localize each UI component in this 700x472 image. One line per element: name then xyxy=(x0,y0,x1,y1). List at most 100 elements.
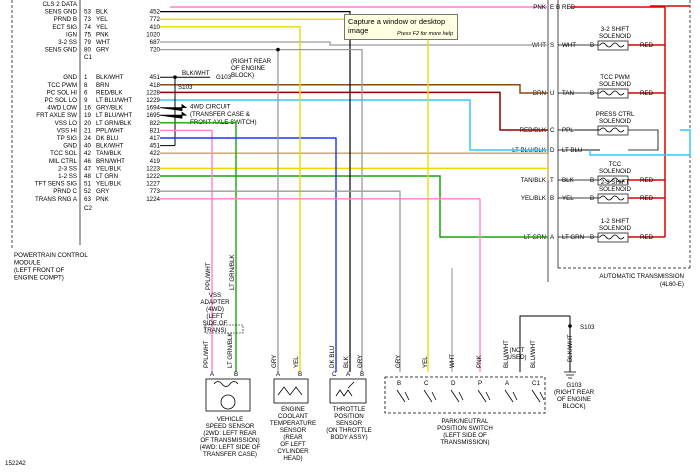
vss-label: VEHICLE xyxy=(217,416,243,423)
vss-pin: A xyxy=(210,371,215,378)
s103-dot-2 xyxy=(568,324,572,328)
awd-arrow xyxy=(159,111,188,119)
pcm-pin-function: SENS GND xyxy=(45,47,78,54)
pcm-wire-color: WHT xyxy=(96,39,110,46)
g103-note: (RIGHT REAR xyxy=(231,58,272,65)
pcm-circuit-number: 419 xyxy=(150,158,161,165)
pcm-pin-number: 6 xyxy=(84,89,88,96)
pcm-circuit-number: 772 xyxy=(150,16,161,23)
prnd-label: (LEFT SIDE OF xyxy=(443,432,487,439)
solenoid-label: SOLENOID xyxy=(599,81,632,88)
prnd-label: POSITION SWITCH xyxy=(437,425,493,432)
pcm-pin-number: 42 xyxy=(84,150,91,157)
pcm-pin-function: PRND C xyxy=(53,188,77,195)
pcm-wire-color: GRY/BLK xyxy=(96,105,124,112)
pcm-pin-function: 4WD LOW xyxy=(47,105,77,112)
vss-label: (4WD: LEFT SIDE OF xyxy=(200,444,261,451)
vss-adapter-label: VSS xyxy=(209,292,221,299)
g103-ground-symbol xyxy=(564,371,576,379)
pcm-wire-color: PNK xyxy=(96,196,110,203)
solenoid-label: TCC PWM xyxy=(600,74,630,81)
solenoid-label: SOLENOID xyxy=(599,186,632,193)
trans-pin: E xyxy=(550,4,554,11)
trans-pwr-color: RED xyxy=(640,234,654,241)
solenoid-label: SOLENOID xyxy=(599,168,632,175)
ect-label: OF LEFT xyxy=(280,441,306,448)
pcm-pin-number: 24 xyxy=(84,135,91,142)
prnd-pin: C1 xyxy=(532,380,540,387)
pcm-label: POWERTRAIN CONTROL xyxy=(14,252,88,259)
pcm-circuit-number: 821 xyxy=(150,127,161,134)
pcm-circuit-number: 1223 xyxy=(146,165,160,172)
pcm-pin-function: FRT AXLE SW xyxy=(36,112,77,119)
prnd-contact xyxy=(450,389,464,403)
prnd-pin: C xyxy=(424,380,429,387)
pcm-pin-number: 20 xyxy=(84,120,91,127)
vss-adapter-label: TRANS) xyxy=(203,327,226,334)
pcm-pin-function: 3-2 SS xyxy=(58,39,77,46)
g103-note: OF ENGINE xyxy=(231,65,265,72)
trans-pin: B xyxy=(590,195,594,202)
prnd-body xyxy=(384,376,546,414)
solenoid-label: TCC xyxy=(609,161,622,168)
vss-adapter-label: (4WD) xyxy=(206,306,224,313)
tps-label: BODY ASSY) xyxy=(330,434,367,441)
pcm-wire-color: PNK xyxy=(96,31,110,38)
tps-pin: A xyxy=(346,371,351,378)
diagram-id: 152242 xyxy=(5,460,26,467)
ect-label: CYLINDER xyxy=(277,448,309,455)
pcm-pin-number: 80 xyxy=(84,47,91,54)
vss-wire-color: LT GRN/BLK xyxy=(227,332,234,368)
solenoid-label: SOLENOID xyxy=(599,225,632,232)
prnd-not-used: USED) xyxy=(507,354,526,361)
wire-pc-lo xyxy=(160,99,548,151)
trans-pwr-color: RED xyxy=(640,90,654,97)
pcm-circuit-number: 1227 xyxy=(146,181,160,188)
pcm-pin-function: 2-3 SS xyxy=(58,165,77,172)
vss-rotor xyxy=(220,394,236,410)
g103-label: G103 xyxy=(566,382,582,389)
trans-pin: B xyxy=(556,4,560,11)
pcm-wire-color: LT GRN/BLK xyxy=(96,120,132,127)
trans-pin: U xyxy=(550,90,554,97)
ect-label: HEAD) xyxy=(283,455,302,462)
solenoid-winding xyxy=(599,195,625,201)
pcm-pin-function: GND xyxy=(63,74,77,81)
pcm-circuit-number: 1020 xyxy=(146,31,160,38)
ect-gnd-splice xyxy=(276,47,280,52)
pcm-pin-number: 16 xyxy=(84,105,91,112)
prnd-pin: A xyxy=(505,380,510,387)
pcm-wire-color: LT BLU/WHT xyxy=(96,112,132,119)
s103-label: S103 xyxy=(178,84,193,91)
vss-label: OF TRANSMISSION) xyxy=(200,437,259,444)
tps-wire-color: BLK xyxy=(343,355,350,368)
trans-pin: S xyxy=(550,42,554,49)
prnd-wire-color: YEL xyxy=(422,356,429,368)
trans-pin: B xyxy=(590,90,594,97)
prnd-pin: P xyxy=(478,380,482,387)
gnd-wire-color: BLK/WHT xyxy=(182,70,210,77)
vss-body xyxy=(205,378,251,412)
pcm-pin-function: CLS 2 DATA xyxy=(43,1,78,8)
pcm-pin-number: 73 xyxy=(84,16,91,23)
trans-pwr-color: RED xyxy=(640,177,654,184)
awd-arrow xyxy=(159,103,188,112)
prnd-wire-color: WHT xyxy=(449,354,456,368)
pcm-pin-number: 79 xyxy=(84,39,91,46)
pcm-pin-function: TP SIG xyxy=(57,135,77,142)
prnd-contact xyxy=(531,389,545,403)
ect-wire-color: GRY xyxy=(271,355,278,368)
pcm-pin-function: PC SOL LO xyxy=(45,97,78,104)
vss-pin: B xyxy=(234,371,238,378)
prnd-label: TRANSMISSION) xyxy=(440,439,489,446)
wire-vss-hi xyxy=(160,129,213,372)
trans-inner-color: WHT xyxy=(562,42,576,49)
vss-adapter-label: ADAPTER xyxy=(200,299,230,306)
pcm-pin-number: 52 xyxy=(84,188,91,195)
pcm-circuit-number: 822 xyxy=(150,120,161,127)
pcm-circuit-number: 451 xyxy=(150,143,161,150)
ect-label: TEMPERATURE xyxy=(270,420,316,427)
trans-pin: T xyxy=(550,177,554,184)
pcm-pin-function: MIL CTRL xyxy=(49,158,78,165)
awd-note: 4WD CIRCUIT xyxy=(190,104,231,111)
